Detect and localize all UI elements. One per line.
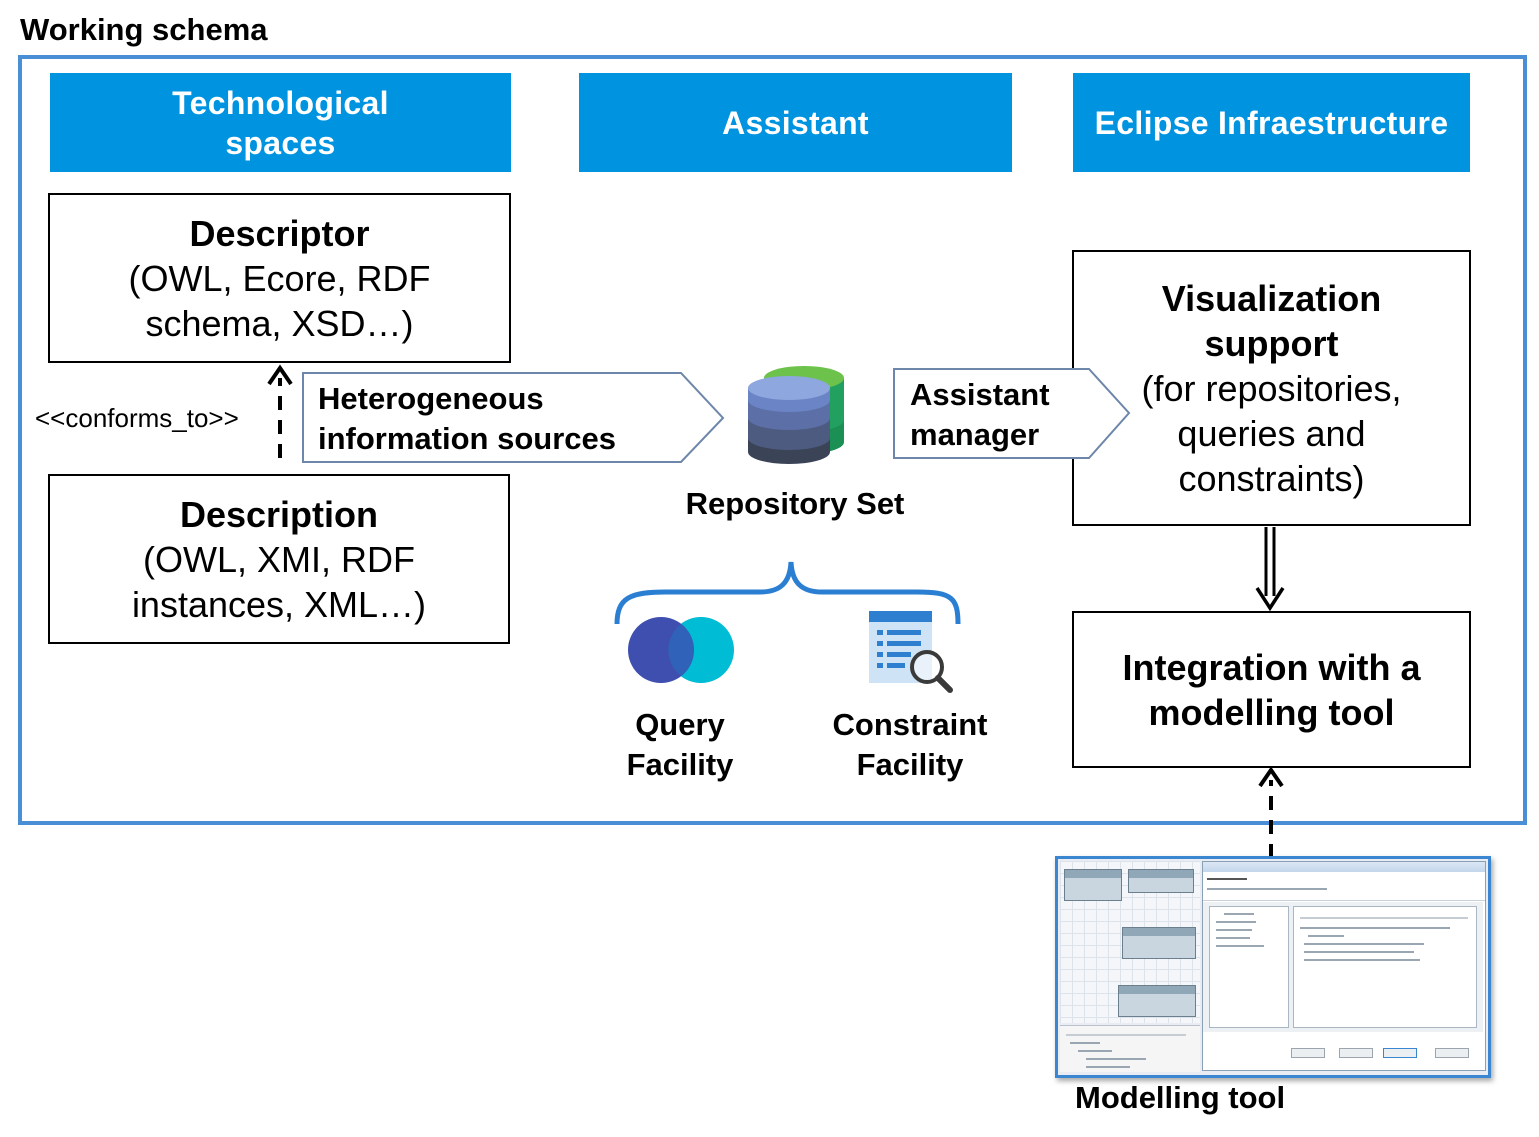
- diagram-title: Working schema: [20, 12, 268, 47]
- descriptor-box: Descriptor (OWL, Ecore, RDF schema, XSD……: [48, 193, 511, 363]
- assistant-manager-label: Assistant manager: [910, 377, 1050, 452]
- diagram-canvas: [1060, 861, 1200, 1023]
- integration-box: Integration with a modelling tool: [1072, 611, 1471, 768]
- heterogeneous-arrow-shape: [302, 372, 725, 463]
- integration-text: Integration with a modelling tool: [1122, 646, 1421, 733]
- descriptor-text: (OWL, Ecore, RDF schema, XSD…): [128, 257, 431, 344]
- document-search-icon: [869, 611, 953, 693]
- conforms-to-arrow: [267, 364, 293, 458]
- header-eclipse-infrastructure: Eclipse Infraestructure: [1073, 73, 1470, 172]
- description-text: (OWL, XMI, RDF instances, XML…): [131, 538, 427, 625]
- patterns-view: [1060, 1025, 1200, 1072]
- facilities-brace: [614, 561, 961, 625]
- description-heading: Description: [179, 493, 379, 535]
- assistant-manager-arrow-shape: [893, 368, 1131, 459]
- heterogeneous-sources-label: Heterogeneous information sources: [318, 379, 658, 459]
- modelling-tool-label: Modelling tool: [1075, 1080, 1286, 1115]
- descriptor-heading: Descriptor: [189, 212, 370, 254]
- database-icon: [748, 366, 844, 464]
- visualization-heading: Visualization support: [1161, 277, 1382, 364]
- header-assistant: Assistant: [579, 73, 1012, 172]
- description-box: Description (OWL, XMI, RDF instances, XM…: [48, 474, 510, 644]
- constraint-facility-label: Constraint Facility: [832, 707, 988, 782]
- query-facility-label: Query Facility: [626, 707, 734, 782]
- heterogeneous-sources-text: Heterogeneous information sources: [318, 381, 616, 456]
- visualization-text: (for repositories, queries and constrain…: [1141, 367, 1402, 499]
- conforms-to-label: <<conforms_to>>: [35, 403, 239, 433]
- modelling-tool-screenshot: [1055, 856, 1491, 1078]
- venn-icon: [628, 617, 734, 683]
- repository-set-label: Repository Set: [685, 486, 905, 521]
- header-technological-spaces: Technological spaces: [50, 73, 511, 172]
- working-schema-frame: [18, 55, 1527, 825]
- pattern-wizard-window: [1202, 861, 1486, 1071]
- modelling-tool-to-integration-arrow: [1258, 766, 1284, 858]
- visualization-support-box: Visualization support (for repositories,…: [1072, 250, 1471, 526]
- visualization-to-integration-arrow: [1255, 527, 1285, 612]
